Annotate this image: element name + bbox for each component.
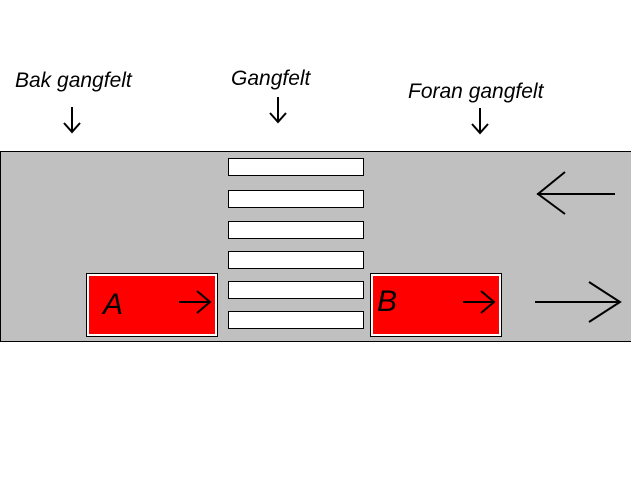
car-a-label: A — [103, 288, 124, 321]
right-arrow-icon — [179, 290, 212, 314]
left-arrow-icon — [536, 171, 615, 215]
crossing-stripe — [228, 311, 364, 329]
crossing-stripe — [228, 281, 364, 299]
crossing-stripe — [228, 251, 364, 269]
crossing-stripe — [228, 190, 364, 208]
down-arrow-icon — [269, 97, 287, 124]
car-b: B — [370, 273, 502, 337]
label-behind-crossing: Bak gangfelt — [15, 69, 132, 92]
car-a: A — [86, 273, 218, 337]
label-crossing: Gangfelt — [231, 67, 311, 90]
right-arrow-icon — [535, 281, 622, 323]
down-arrow-icon — [63, 107, 81, 134]
right-arrow-icon — [463, 290, 496, 314]
crossing-stripe — [228, 158, 364, 176]
crossing-stripe — [228, 221, 364, 239]
label-ahead-crossing: Foran gangfelt — [408, 80, 544, 103]
down-arrow-icon — [471, 108, 489, 135]
car-b-label: B — [377, 285, 398, 318]
